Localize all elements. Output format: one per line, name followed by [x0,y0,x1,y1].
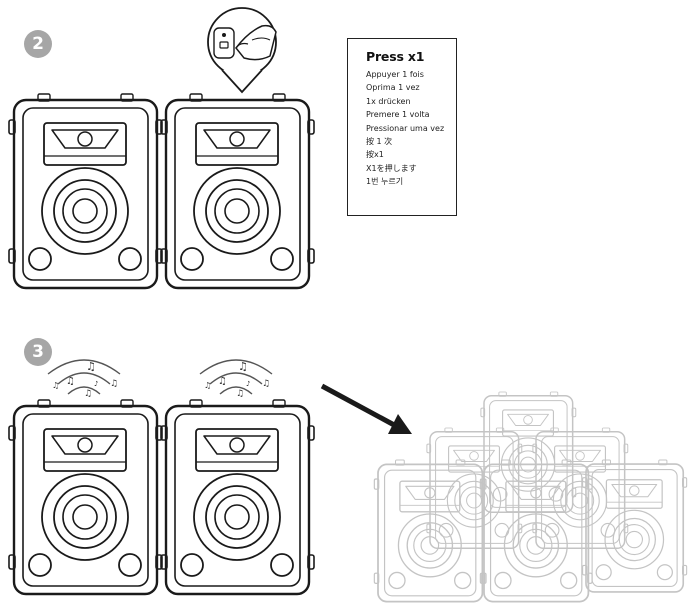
svg-text:♫: ♫ [84,389,92,399]
svg-text:♫: ♫ [238,360,248,373]
step-badge-2: 2 [24,30,52,58]
instruction-line-de: 1x drücken [366,96,411,106]
music-note-icon: ♫ ♫ ♫ ♪ ♫ ♫ ♫ ♫ ♫ ♪ ♫ ♫ [52,360,270,399]
instruction-line-it: Premere 1 volta [366,110,430,120]
instruction-line-zh-s: 按 1 次 [366,137,393,147]
speaker-icon [159,398,316,596]
svg-text:♪: ♪ [94,380,98,388]
step-badge-3: 3 [24,338,52,366]
speaker-icon [581,459,688,593]
svg-text:♫: ♫ [218,376,227,387]
instruction-box: Press x1 Appuyer 1 fois Oprima 1 vez 1x … [347,38,457,216]
svg-text:♫: ♫ [66,376,75,387]
instruction-line-es: Oprima 1 vez [366,83,420,93]
speaker-stack [373,391,688,603]
arrow-down-right-icon [320,383,412,434]
instruction-line-pt: Pressionar uma vez [366,123,445,133]
instruction-line-ja: X1を押します [366,163,417,173]
svg-text:♫: ♫ [110,379,118,389]
svg-text:♫: ♫ [236,389,244,399]
svg-text:♫: ♫ [204,381,211,390]
speaker-icon [426,427,523,550]
instruction-line-fr: Appuyer 1 fois [366,70,424,79]
speaker-icon [7,398,164,596]
instruction-line-ko: 1번 누르기 [366,177,404,187]
instruction-line-zh-t: 按x1 [366,150,384,160]
svg-text:♫: ♫ [262,379,270,389]
svg-text:♫: ♫ [86,360,96,373]
speaker-icon [7,92,164,290]
instruction-title: Press x1 [366,49,425,64]
svg-text:♫: ♫ [52,381,59,390]
svg-text:♪: ♪ [246,380,250,388]
speaker-icon [159,92,316,290]
finger-press-icon [207,7,277,94]
